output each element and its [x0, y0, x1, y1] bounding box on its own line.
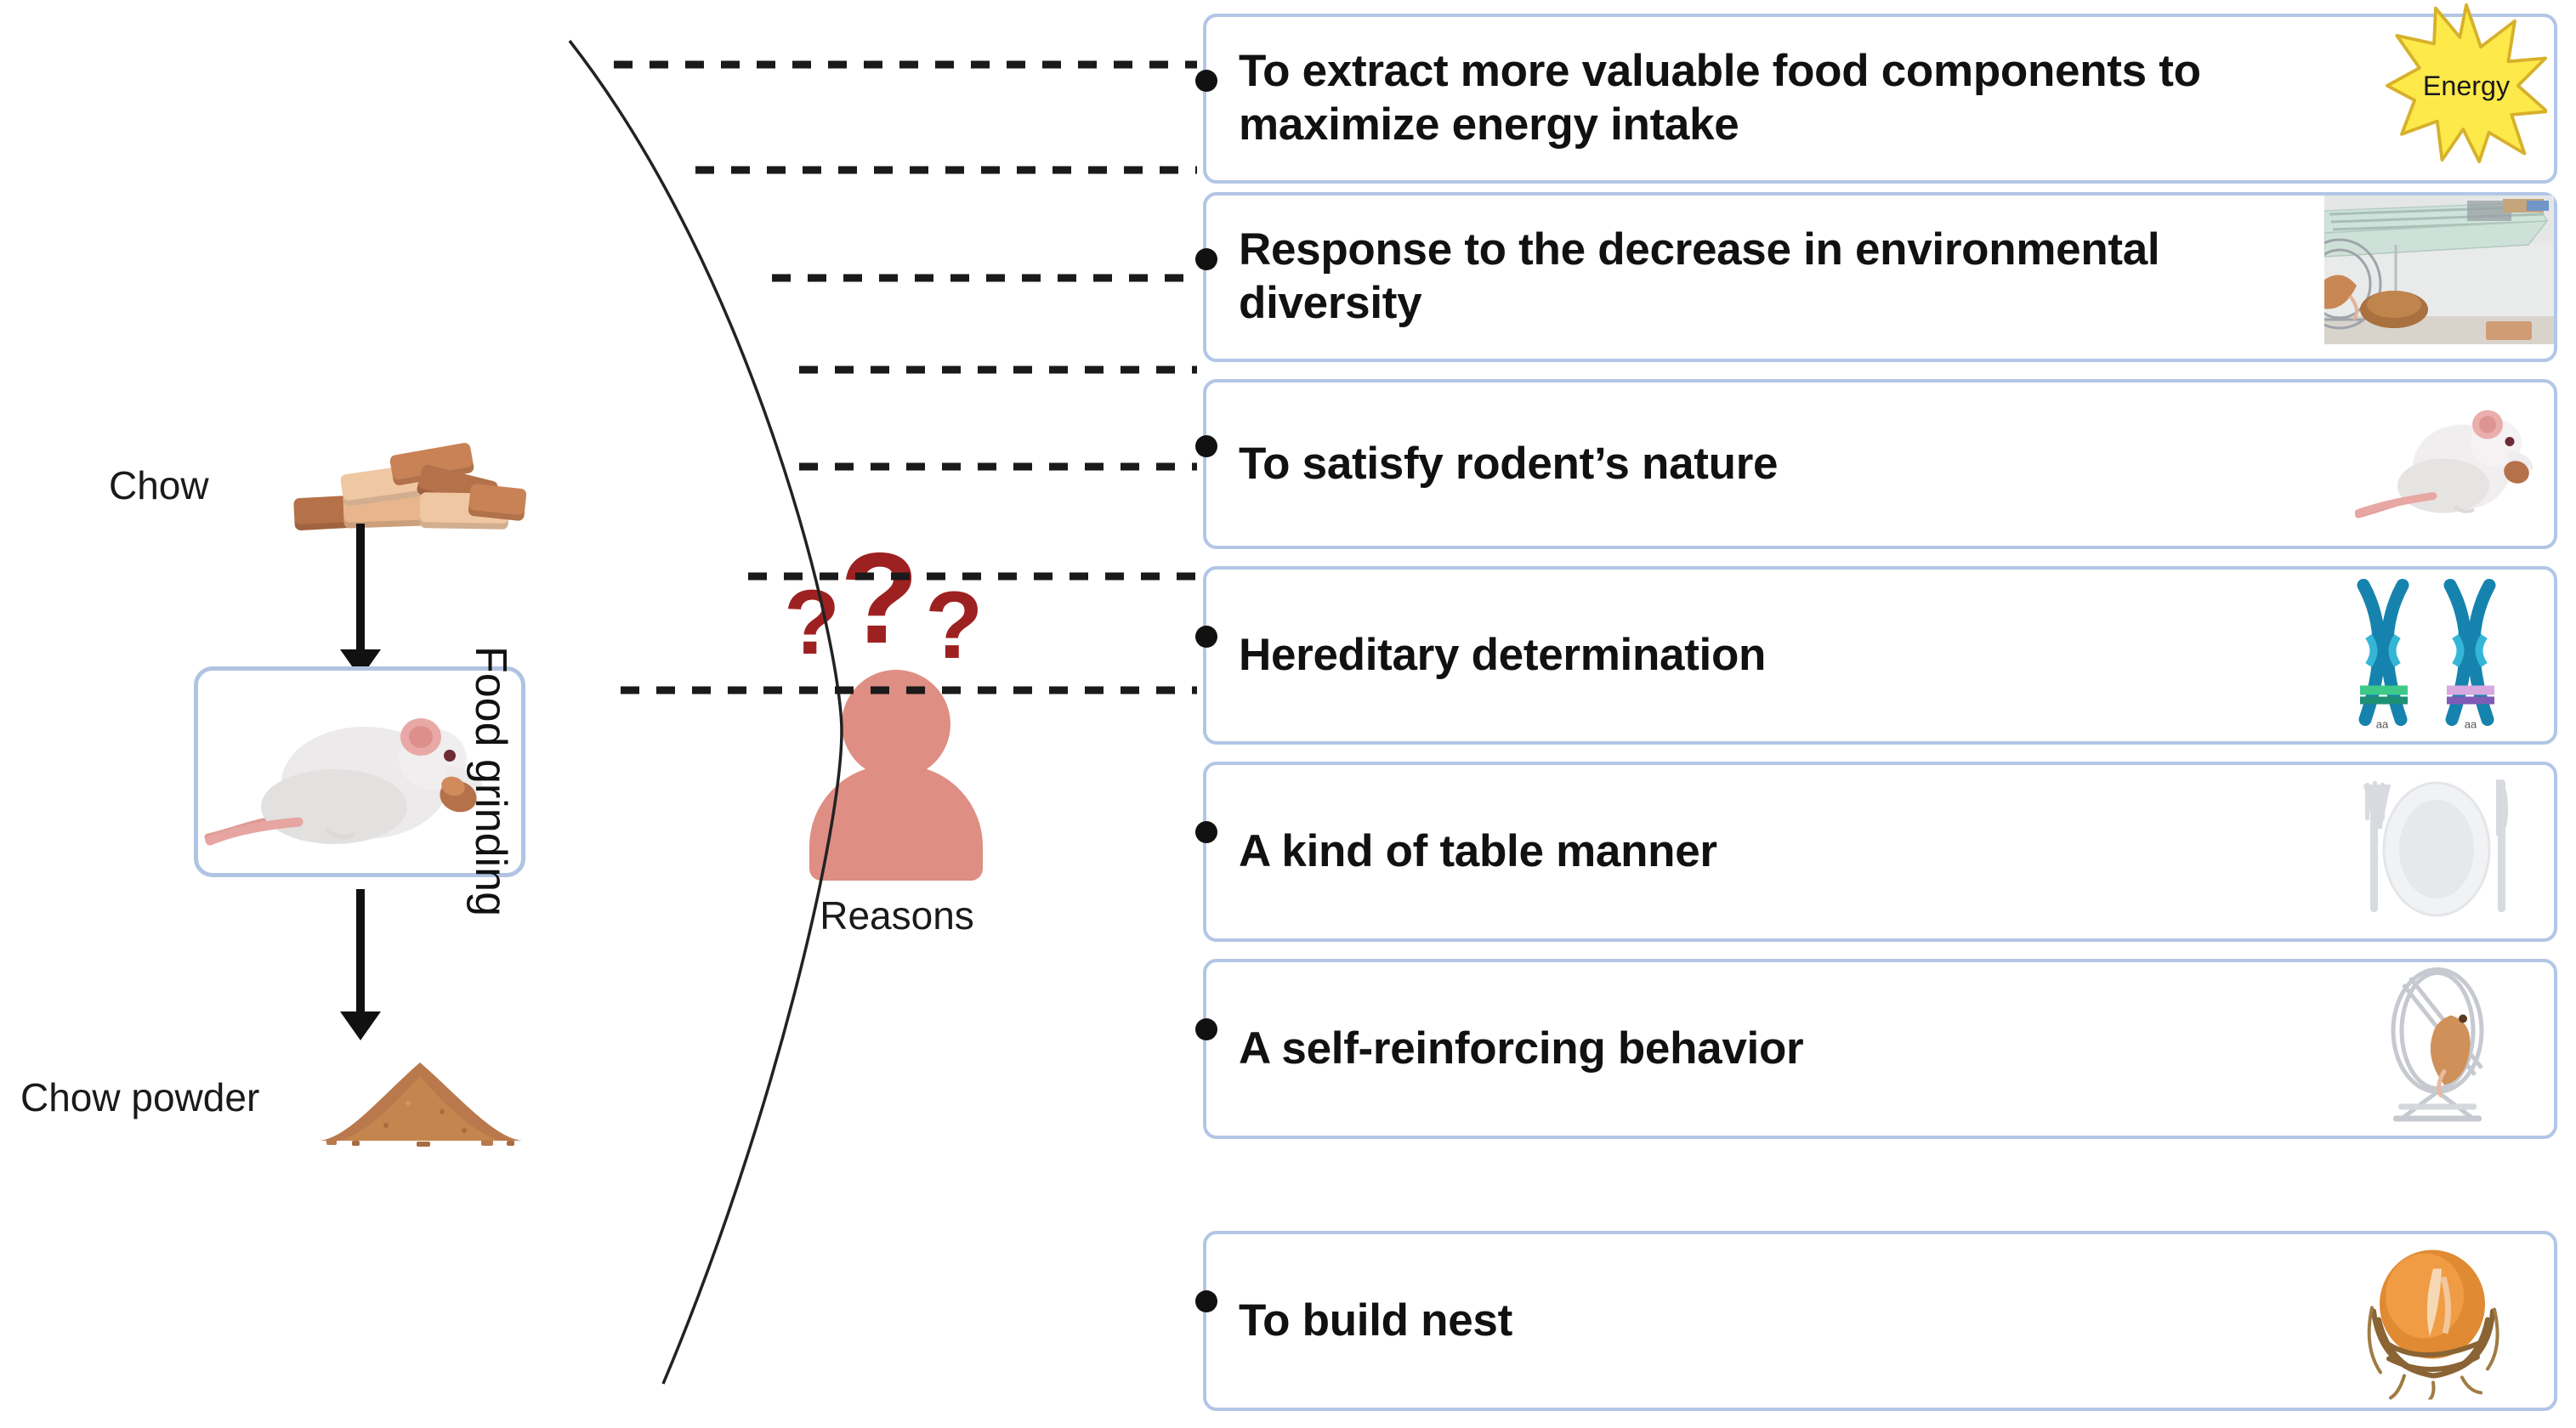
- reason-text: A self-reinforcing behavior: [1239, 1023, 1804, 1074]
- connector-dot: [1195, 821, 1217, 843]
- reason-box-table-manner[interactable]: A kind of table manner: [1195, 762, 2557, 942]
- white-mouse-icon: [2354, 394, 2533, 535]
- cage-photo-icon: [2297, 196, 2554, 348]
- energy-icon-label: Energy: [2423, 71, 2511, 101]
- reason-text: To satisfy rodent’s nature: [1239, 438, 1779, 489]
- reason-box-self-reinforcing[interactable]: A self-reinforcing behavior: [1195, 959, 2557, 1139]
- connector-dot: [1195, 70, 1217, 92]
- reason-box-rodent-nature[interactable]: To satisfy rodent’s nature: [1195, 379, 2557, 549]
- chow-label: Chow: [109, 463, 209, 507]
- chow-powder-label: Chow powder: [20, 1075, 260, 1119]
- reasons-list: To extract more valuable food components…: [1195, 0, 2563, 1428]
- chromosome-pair-icon: aa aa: [2350, 577, 2511, 734]
- chow-pellets-icon: [291, 441, 527, 537]
- food-grinding-label: Food grinding: [466, 646, 515, 916]
- svg-text:aa: aa: [2376, 718, 2389, 730]
- connector-dot: [1195, 1018, 1217, 1040]
- reason-text: A kind of table manner: [1239, 825, 1717, 876]
- reason-text: To build nest: [1239, 1295, 1512, 1346]
- reason-text: Hereditary determination: [1239, 629, 1767, 680]
- question-mark-icon: ?: [840, 526, 919, 671]
- running-wheel-icon: [2356, 966, 2513, 1132]
- plate-cutlery-icon: [2352, 771, 2522, 932]
- connector-dot: [1195, 435, 1217, 457]
- question-mark-icon: ?: [925, 572, 984, 678]
- svg-text:aa: aa: [2465, 718, 2477, 730]
- down-arrow-icon: [340, 524, 381, 678]
- reason-box-nest[interactable]: To build nest: [1195, 1231, 2557, 1411]
- nest-icon: [2352, 1238, 2513, 1404]
- reason-box-environment[interactable]: Response to the decrease in environmenta…: [1195, 192, 2557, 362]
- down-arrow-icon: [340, 889, 381, 1040]
- food-grinding-flow: Chow Food grinding Chow powder: [0, 0, 646, 1428]
- bracket-connector: [568, 39, 1197, 1385]
- connector-dot: [1195, 248, 1217, 270]
- chow-powder-heap-icon: [315, 1052, 527, 1151]
- reasons-node: ? ? ? Reasons: [774, 510, 1020, 986]
- connector-dot: [1195, 626, 1217, 648]
- reasons-label: Reasons: [820, 893, 974, 938]
- person-head-icon: [842, 670, 950, 779]
- reason-text: Response to the decrease in environmenta…: [1239, 224, 2160, 328]
- energy-starburst-icon: Energy: [2386, 2, 2549, 167]
- reason-box-hereditary[interactable]: Hereditary determination: [1195, 566, 2557, 745]
- reason-box-energy[interactable]: To extract more valuable food components…: [1195, 3, 2557, 184]
- reason-text: To extract more valuable food components…: [1239, 46, 2201, 150]
- food-grinding-box: [194, 666, 525, 877]
- connector-dot: [1195, 1290, 1217, 1312]
- white-mouse-icon: [204, 718, 484, 846]
